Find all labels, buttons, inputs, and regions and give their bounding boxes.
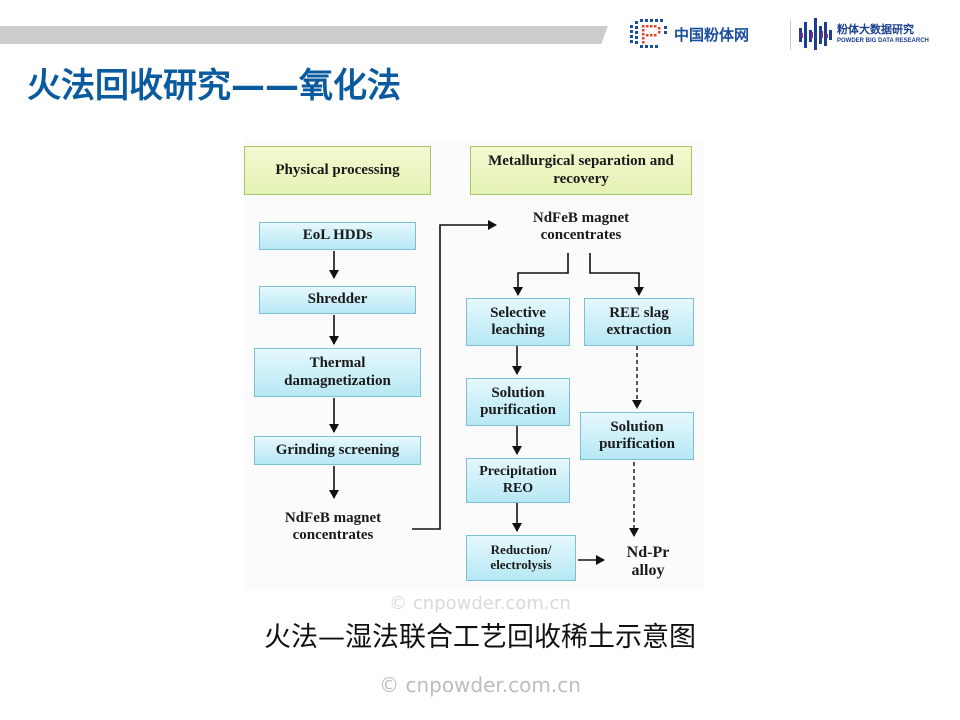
watermark-large: © cnpowder.com.cn [389, 593, 571, 614]
cnpowder-logo-text: 中国粉体网 [674, 25, 750, 44]
cnpowder-logo[interactable]: 中国粉体网 [628, 17, 749, 51]
arrow-left-to-right-concentrate [412, 220, 497, 530]
step-precipitation-reo: Precipitation REO [466, 458, 570, 503]
header-physical-processing: Physical processing [244, 146, 431, 195]
step-selective-leaching: Selective leaching [466, 298, 570, 346]
figure-caption: 火法—湿法联合工艺回收稀土示意图 [264, 622, 696, 653]
header-metallurgical-separation: Metallurgical separation and recovery [470, 146, 692, 195]
input-ndfeb-concentrates-right: NdFeB magnet concentrates [532, 209, 630, 243]
header-bar [0, 26, 608, 44]
logo-divider [790, 20, 791, 50]
cp-logo-icon [628, 17, 670, 51]
step-thermal-damagnetization: Thermal damagnetization [254, 348, 421, 397]
arrow-split-to-leaching [513, 253, 569, 296]
step-solution-purification-a: Solution purification [466, 378, 570, 426]
arrow-split-to-slag [589, 253, 644, 296]
output-ndfeb-concentrates-left: NdFeB magnet concentrates [284, 509, 382, 543]
bar-wave-logo-icon [798, 16, 834, 52]
powder-big-data-logo[interactable]: 粉体大数据研究 POWDER BIG DATA RESEARCH [798, 16, 929, 52]
step-solution-purification-b: Solution purification [580, 412, 694, 460]
step-shredder: Shredder [259, 286, 416, 314]
step-grinding-screening: Grinding screening [254, 436, 421, 465]
process-flow-diagram: Physical processing Metallurgical separa… [244, 140, 704, 590]
step-ree-slag-extraction: REE slag extraction [584, 298, 694, 346]
step-reduction-electrolysis: Reduction/ electrolysis [466, 535, 576, 581]
powder-big-data-logo-cn: 粉体大数据研究 [837, 22, 914, 36]
powder-big-data-logo-en: POWDER BIG DATA RESEARCH [837, 37, 929, 44]
page-title: 火法回收研究——氧化法 [27, 66, 401, 106]
step-eol-hdds: EoL HDDs [259, 222, 416, 250]
flow-connectors [329, 220, 644, 565]
output-nd-pr-alloy: Nd-Pr alloy [626, 543, 670, 579]
watermark-small: © cnpowder.com.cn [379, 673, 581, 697]
